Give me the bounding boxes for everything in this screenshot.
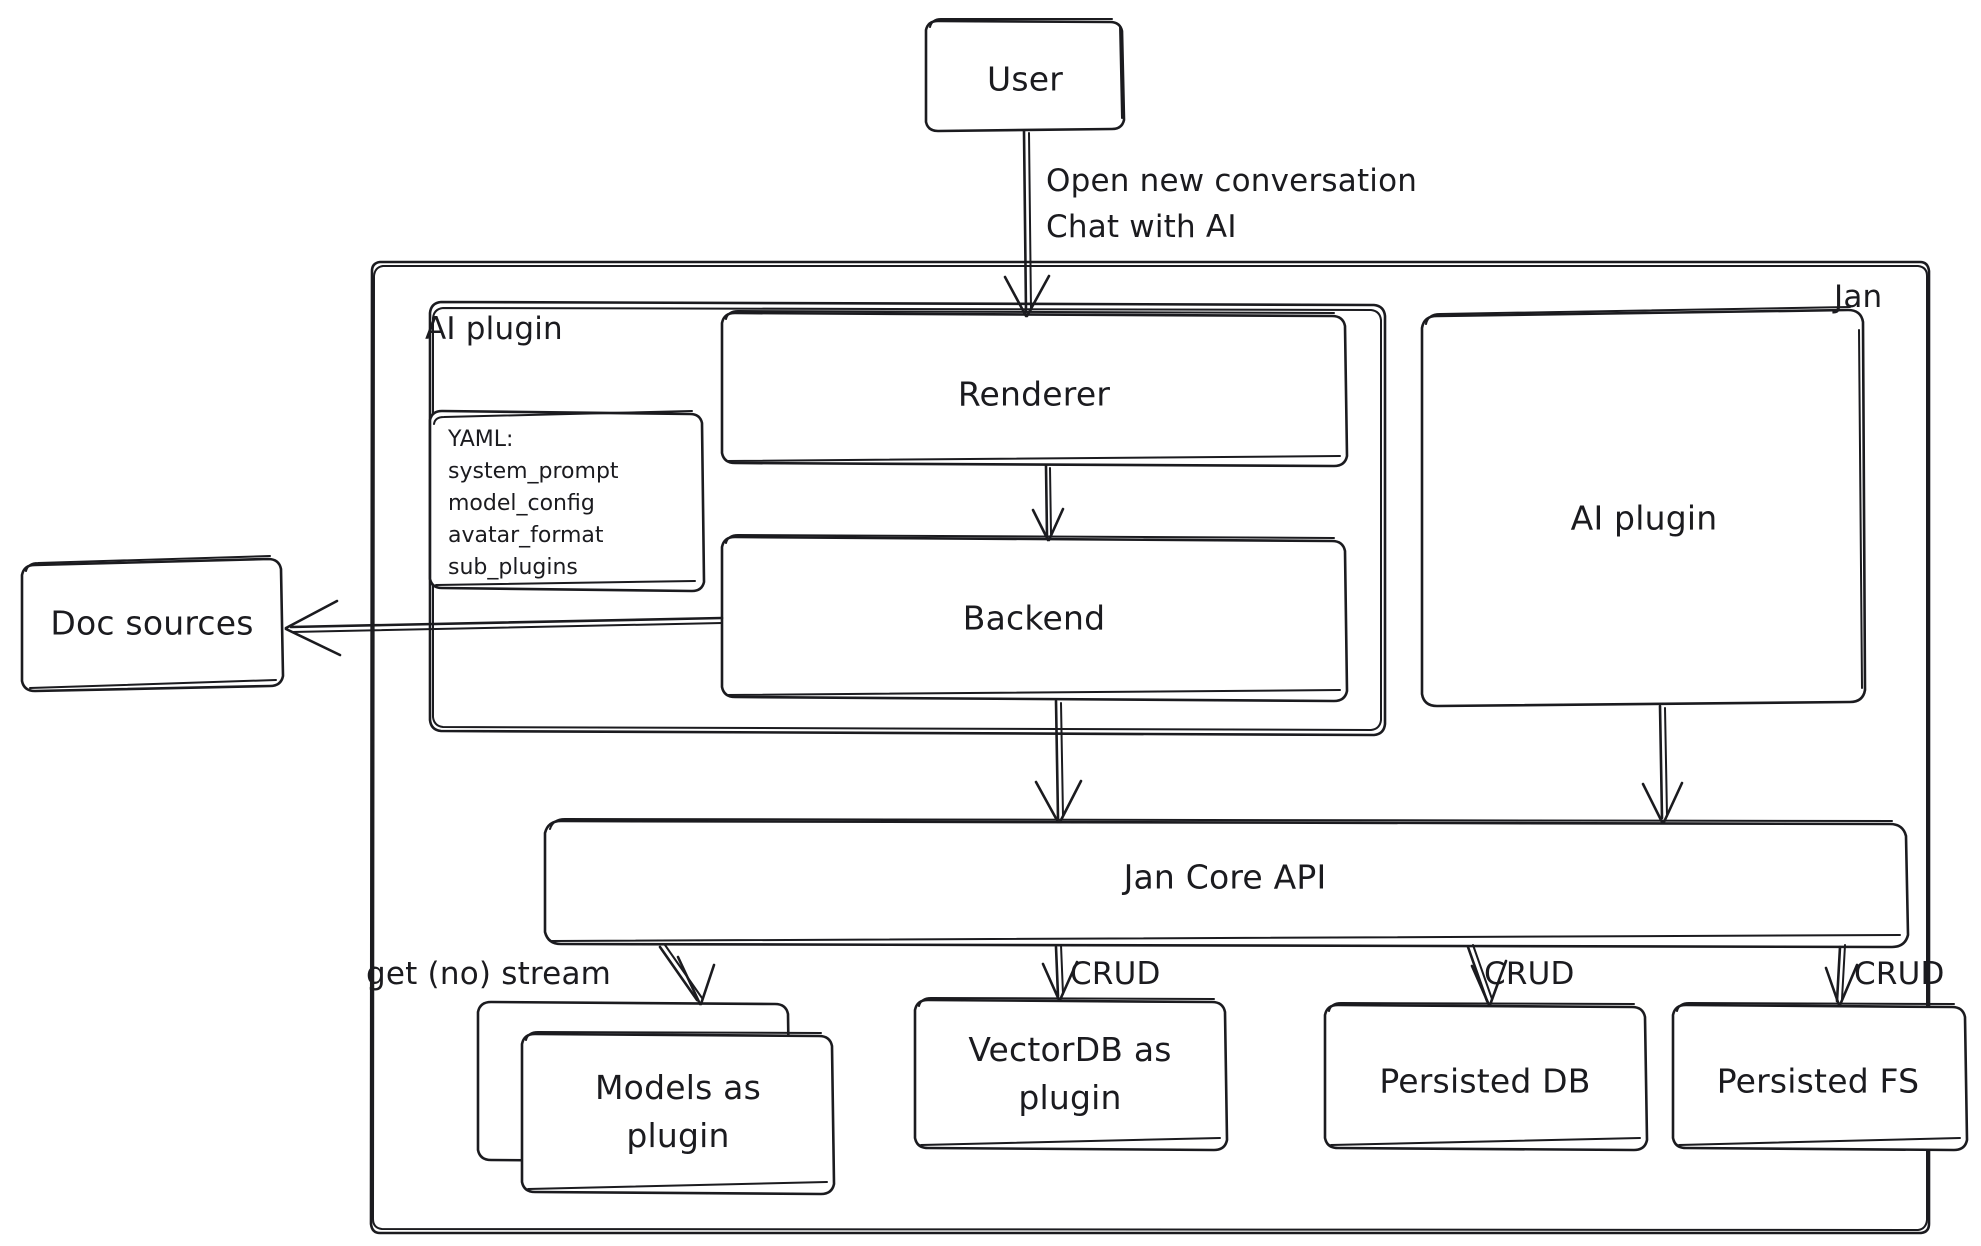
- yaml-card-shape: [428, 409, 706, 593]
- edge-renderer-to-backend: [1031, 464, 1065, 542]
- group-label-jan: Jan: [1834, 279, 1883, 315]
- node-label-vectordb-plugin: VectorDB as plugin: [968, 1030, 1172, 1117]
- edge-jan-core-api-to-persisted-fs: [1824, 944, 1859, 1007]
- node-doc-sources-shape[interactable]: [20, 555, 285, 693]
- node-ai-plugin-shape[interactable]: [1420, 306, 1867, 708]
- edge-ai-plugin-to-jan-core-api: [1641, 704, 1684, 824]
- node-label-persisted-fs: Persisted FS: [1716, 1061, 1920, 1101]
- node-label-models-plugin: Models as plugin: [595, 1068, 761, 1155]
- edge-user-to-renderer: [1003, 129, 1051, 318]
- node-label-doc-sources: Doc sources: [50, 603, 254, 643]
- edge-jan-core-api-to-models: [658, 944, 716, 1006]
- node-label-renderer: Renderer: [957, 374, 1111, 414]
- edge-label-open-conversation: Open new conversation: [1046, 163, 1418, 199]
- edge-label-crud-persisted-fs: CRUD: [1854, 956, 1945, 992]
- yaml-key-model-config: model_config: [448, 491, 595, 516]
- node-jan-core-api-shape[interactable]: [543, 818, 1910, 949]
- node-label-persisted-db: Persisted DB: [1379, 1061, 1591, 1101]
- yaml-card-header: YAML:: [448, 427, 514, 452]
- edge-backend-to-doc-sources: [284, 599, 724, 657]
- edge-backend-to-jan-core-api: [1034, 699, 1083, 824]
- edge-label-chat-with-ai: Chat with AI: [1046, 209, 1237, 245]
- node-label-user: User: [986, 59, 1064, 99]
- node-renderer-shape[interactable]: [720, 310, 1349, 468]
- edge-label-crud-persisted-db: CRUD: [1484, 956, 1575, 992]
- edge-jan-core-api-to-persisted-db: [1466, 944, 1508, 1007]
- yaml-key-sub-plugins: sub_plugins: [448, 555, 578, 580]
- node-label-jan-core-api: Jan Core API: [1123, 857, 1327, 897]
- group-label-ai-plugin: AI plugin: [425, 311, 563, 347]
- yaml-key-avatar-format: avatar_format: [448, 523, 604, 548]
- node-persisted-db-shape[interactable]: [1323, 1002, 1649, 1152]
- edge-jan-core-api-to-vectordb: [1041, 944, 1079, 1002]
- yaml-key-system-prompt: system_prompt: [448, 459, 619, 484]
- node-label-ai-plugin: AI plugin: [1570, 498, 1718, 538]
- node-models-plugin-shape[interactable]: [476, 1000, 836, 1196]
- node-persisted-fs-shape[interactable]: [1671, 1002, 1969, 1152]
- edge-label-crud-vectordb: CRUD: [1070, 956, 1161, 992]
- node-backend-shape[interactable]: [720, 534, 1349, 703]
- node-user-shape[interactable]: [924, 18, 1126, 133]
- edge-label-get-no-stream: get (no) stream: [366, 956, 612, 992]
- node-vectordb-plugin-shape[interactable]: [913, 997, 1229, 1152]
- node-label-backend: Backend: [962, 598, 1106, 638]
